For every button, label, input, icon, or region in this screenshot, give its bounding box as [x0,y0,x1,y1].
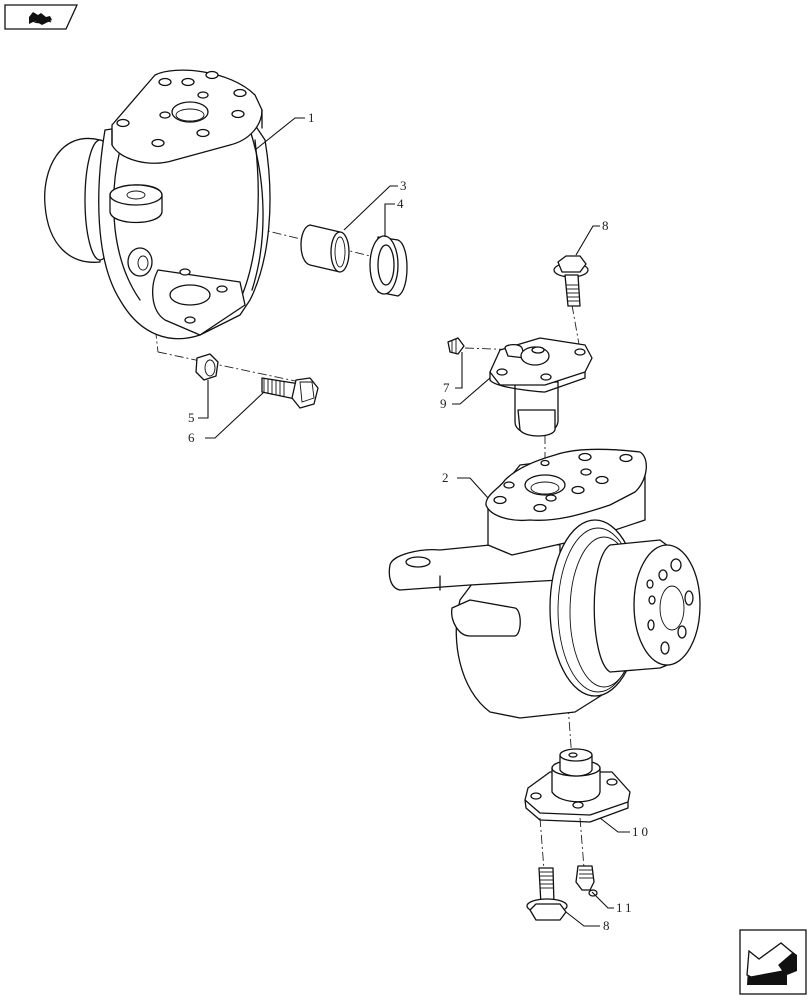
arrow-return-icon [739,929,807,995]
callout-1: 1 [308,110,315,125]
callout-8-upper: 8 [602,218,609,233]
flange-holes [116,70,247,148]
part-8-lower-flange-bolt [526,867,568,921]
callout-9: 9 [440,396,447,411]
callout-labels: 1 2 3 4 5 6 7 8 9 10 11 8 [188,110,651,933]
part-8-upper-flange-bolt [553,255,589,307]
part-1-swivel-housing [44,69,271,340]
back-to-index-button[interactable] [4,4,79,30]
callout-10: 10 [632,824,651,839]
part-4-seal-ring [369,235,408,297]
part-6-bolt [261,377,319,409]
return-arrow-button[interactable] [739,929,807,995]
part-9-upper-kingpin [489,337,593,437]
hub-holes [646,558,694,655]
part-10-lower-kingpin [524,748,631,823]
callout-8-lower: 8 [603,918,610,933]
callout-4: 4 [397,196,404,211]
callout-7: 7 [443,380,450,395]
callout-5: 5 [188,410,195,425]
knuckle-flange-holes [493,452,633,513]
callout-2: 2 [442,470,449,485]
part-7-grease-nipple [447,337,465,355]
callout-11: 11 [616,900,635,915]
part-2-steering-knuckle [388,448,701,719]
part-11-grease-nipple [575,865,598,897]
part-5-nut [195,353,219,381]
callout-leaders [198,117,630,927]
callout-6: 6 [188,430,195,445]
part-3-bushing [300,224,350,273]
book-return-icon [4,4,79,30]
callout-3: 3 [400,178,407,193]
